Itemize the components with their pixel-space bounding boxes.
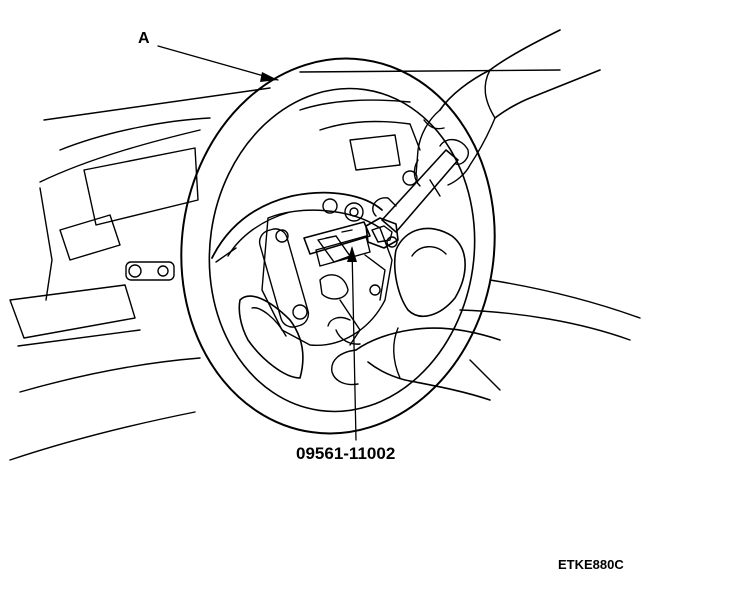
steering-wheel-spokes [212,193,465,378]
steering-column-hub [257,171,417,345]
special-tool [304,218,398,266]
lower-hand [328,318,500,400]
upper-hand [414,30,600,196]
leader-line-a [158,46,278,82]
figure-reference-code: ETKE880C [558,557,624,572]
callout-label-a: A [138,30,150,47]
dashboard [10,70,640,460]
steering-wheel-rim [157,38,518,454]
special-tool-number-label: 09561-11002 [296,444,396,463]
leader-line-tool [347,246,357,440]
wrench [373,140,469,232]
